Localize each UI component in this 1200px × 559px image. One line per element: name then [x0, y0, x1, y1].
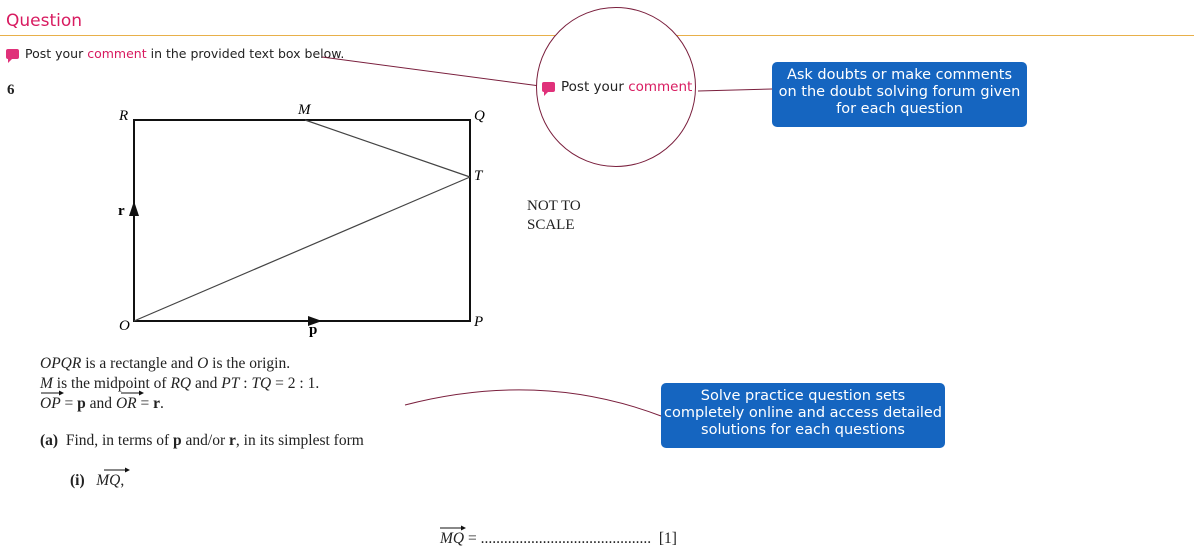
part-i-label: (i): [70, 472, 85, 489]
connector-line-hint: [321, 56, 541, 87]
part-a: (a) Find, in terms of p and/or r, in its…: [40, 432, 364, 449]
answer-blank[interactable]: ........................................…: [480, 530, 652, 547]
rectangle-opqr: [133, 119, 471, 322]
comment-hint-prefix: Post your: [25, 46, 84, 61]
part-a-label: (a): [40, 432, 59, 449]
callout-doubts: Ask doubts or make comments on the doubt…: [772, 62, 1027, 127]
part-i: (i) MQ,: [70, 472, 125, 489]
comment-hint: Post your comment in the provided text b…: [6, 46, 345, 63]
stem-line-2: M is the midpoint of RQ and PT : TQ = 2 …: [40, 375, 320, 392]
stem-line-1: OPQR is a rectangle and O is the origin.: [40, 355, 291, 372]
vector-arrowhead-op: [59, 390, 64, 396]
circle-comment-hint: Post your comment: [542, 79, 693, 96]
label-vector-p: p: [309, 322, 317, 338]
label-vector-r: r: [118, 203, 125, 219]
line-mt: [304, 119, 471, 178]
comment-hint-suffix: in the provided text box below.: [150, 46, 345, 61]
label-p: P: [473, 314, 483, 330]
comment-icon: [542, 82, 555, 96]
vector-arrowhead-mq-part: [125, 467, 130, 473]
comment-link[interactable]: comment: [87, 46, 147, 61]
connector-line-callout-1: [697, 88, 773, 92]
page-title: Question: [6, 11, 83, 31]
label-t: T: [474, 168, 484, 184]
circle-comment-link[interactable]: comment: [628, 79, 693, 95]
label-m: M: [297, 102, 312, 118]
comment-highlight-circle: [536, 7, 696, 167]
stem-line-3: OP = p and OR = r.: [40, 395, 164, 412]
vector-arrowhead-or: [139, 390, 144, 396]
vector-arrowhead-mq-answer: [461, 525, 466, 531]
label-r: R: [118, 108, 128, 124]
comment-icon: [6, 49, 19, 63]
arrow-r-icon: [129, 201, 139, 216]
line-ot: [133, 176, 471, 322]
question-number: 6: [7, 82, 15, 98]
not-to-scale-note: NOT TO SCALE: [527, 198, 581, 233]
marks-badge: [1]: [658, 530, 677, 547]
answer-vector: MQ: [440, 530, 465, 547]
callout-practice: Solve practice question sets completely …: [661, 383, 945, 448]
answer-line: MQ = ...................................…: [440, 530, 677, 547]
connector-line-callout-2: [404, 389, 662, 417]
label-q: Q: [474, 108, 485, 124]
label-o: O: [119, 318, 130, 334]
arrow-p-icon: [308, 316, 322, 326]
